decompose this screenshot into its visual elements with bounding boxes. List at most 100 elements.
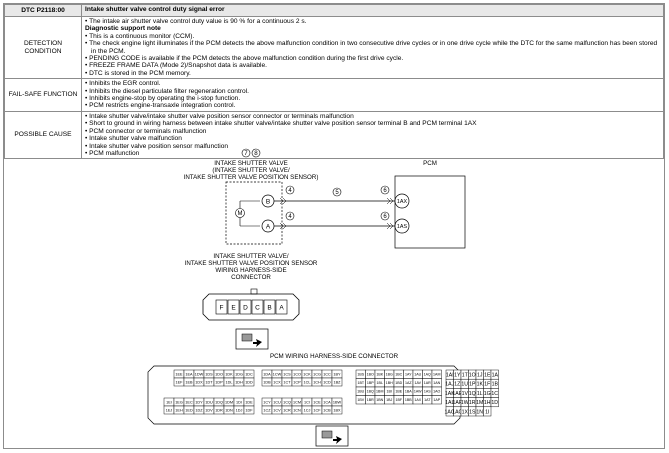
pcm-pin-cell [490, 397, 499, 408]
pcm-pin-label: 1DN [225, 408, 233, 412]
pcm-pin-label: 1AR [424, 381, 431, 385]
ref-circle-8 [251, 148, 261, 158]
pcm-pin-label: 1BA [405, 390, 412, 394]
pcm-pin-cell [483, 406, 492, 417]
pcm-pin-label: 1AK [445, 391, 455, 397]
pcm-pin-label: 1DU [205, 400, 213, 404]
pcm-pin-label: 1CA [323, 400, 331, 404]
connector-latch [250, 288, 258, 295]
pcm-pin-label: 1DX [195, 380, 203, 384]
pcm-pin-label: 1EC [185, 400, 193, 404]
wiring-diagram: 7 8 INTAKE SHUTTER VALVE (INTAKE SHUTTER… [4, 146, 664, 448]
pcm-pin-label: 1AS [424, 390, 431, 394]
pcm-pin-label: 1L [477, 391, 483, 397]
connector-pin-label: C [255, 305, 260, 312]
pcm-pin-label: 1DI [236, 400, 242, 404]
detection-row: DETECTION CONDITION The intake air shutt… [4, 15, 664, 80]
pcm-pin-label: 1BK [376, 373, 383, 377]
pcm-pin-label: 1CW [273, 372, 282, 376]
pcm-pin-label: 1EE [175, 372, 183, 376]
pcm-pin-label: 1K [477, 382, 484, 388]
pcm-pin-label: 1CF [313, 408, 321, 412]
motor-label: M [238, 211, 243, 217]
connector-pin-label: F [220, 305, 224, 312]
pcm-pin-cell [431, 395, 442, 405]
pcm-pin-label: 1G [484, 391, 491, 397]
pcm-pin-label: 1BT [357, 381, 364, 385]
pcm-pin-label: 1CP [293, 380, 301, 384]
dtc-title: Intake shutter valve control duty signal… [81, 4, 664, 17]
pcm-pin-label: 1AN [433, 381, 440, 385]
ref-circle-6 [380, 185, 390, 195]
wiring-diagram-svg: 7 8 INTAKE SHUTTER VALVE (INTAKE SHUTTER… [147, 148, 499, 447]
pcm-pin-label: 1EI [166, 400, 172, 404]
ref-5: 5 [335, 190, 339, 196]
pcm-pin-label: 1CJ [304, 408, 311, 412]
pcm-pin-label: 1BH [386, 381, 393, 385]
ref-4: 4 [288, 188, 292, 194]
pcm-pin-label: 1BW [333, 400, 342, 404]
pcm-terminal-1ax-label: 1AX [397, 199, 408, 205]
pcm-pin-label: 1CX [273, 380, 281, 384]
connector-pin-label: D [243, 305, 248, 312]
pcm-pin-label: 1DT [205, 380, 213, 384]
ref-circle-4 [285, 185, 295, 195]
pcm-pin-label: 1M [476, 400, 483, 406]
pcm-pin-label: 1CT [283, 380, 291, 384]
pcm-pin-label: 1S [469, 409, 476, 415]
failsafe-item: PCM restricts engine-transaxle integrati… [85, 102, 660, 109]
pcm-pin-label: 1CN [293, 408, 301, 412]
pcm-pin-label: 1AL [445, 400, 454, 406]
pcm-pin-label: 1AT [424, 398, 431, 402]
pcm-pin-label: 1BX [333, 408, 341, 412]
pcm-pin-label: 1BI [387, 390, 392, 394]
connector-pin-label: A [279, 305, 284, 312]
pcm-pin-label: 1EH [175, 408, 183, 412]
pcm-pin-label: 1BV [357, 398, 364, 402]
cause-body: Intake shutter valve/intake shutter valv… [81, 110, 664, 160]
pcm-pin-cell [243, 377, 255, 387]
ref-circle-7 [241, 148, 251, 158]
valve-label-line: INTAKE SHUTTER VALVE [214, 160, 288, 167]
pcm-pin-label: 1T [462, 372, 469, 378]
pcm-pin-label: 1W [461, 400, 469, 406]
failsafe-body: Inhibits the EGR control. Inhibits the d… [81, 78, 664, 112]
pcm-pin-label: 1BL [377, 381, 383, 385]
note-item: This is a continuous monitor (CCM). [85, 33, 660, 40]
pcm-pin-label: 1DV [205, 408, 213, 412]
cause-item: Short to ground in wiring harness betwee… [85, 120, 660, 127]
pcm-pin-label: 1CD [323, 380, 331, 384]
pcm-pin-cell [331, 405, 343, 415]
pcm-pin-label: 1CL [304, 380, 311, 384]
pcm-pin-label: 1CV [273, 408, 281, 412]
pcm-pin-label: 1AU [414, 373, 421, 377]
pcm-pin-label: 1DB [263, 380, 271, 384]
pcm-pin-label: 1CE [313, 400, 321, 404]
pcm-pin-label: 1DJ [236, 408, 243, 412]
pcm-pin-label: 1BQ [367, 390, 374, 394]
pcm-pin-label: 1EJ [166, 408, 173, 412]
pcm-pin-label: 1BJ [386, 398, 392, 402]
dtc-code: DTC P2118:00 [4, 4, 82, 17]
pcm-pin-label: 1EF [176, 380, 184, 384]
pcm-pin-label: 1DM [225, 400, 233, 404]
pcm-pin-label: 1CZ [263, 408, 271, 412]
terminal-a-label: A [266, 223, 271, 230]
pcm-pin-label: 1DC [245, 372, 253, 376]
valve-component-box [225, 181, 283, 245]
connector-mark [279, 197, 284, 205]
pcm-pin-label: 1H [484, 400, 491, 406]
cause-row: POSSIBLE CAUSE Intake shutter valve/inta… [4, 110, 664, 160]
harness-label-line: INTAKE SHUTTER VALVE/ [213, 253, 289, 260]
motor-symbol [235, 208, 245, 218]
pcm-pin-label: 1BM [376, 390, 383, 394]
pcm-pin-label: 1Z [454, 382, 460, 388]
pcm-terminal-1as-label: 1AS [397, 224, 408, 230]
dtc-sheet: DTC P2118:00 Intake shutter valve contro… [3, 3, 665, 449]
connector-mark [386, 222, 391, 230]
pcm-pin-label: 1B [492, 382, 499, 388]
pcm-pin-label: 1DZ [195, 408, 203, 412]
pcm-pin-label: 1CR [283, 408, 291, 412]
pcm-pin-label: 1A [492, 372, 499, 378]
